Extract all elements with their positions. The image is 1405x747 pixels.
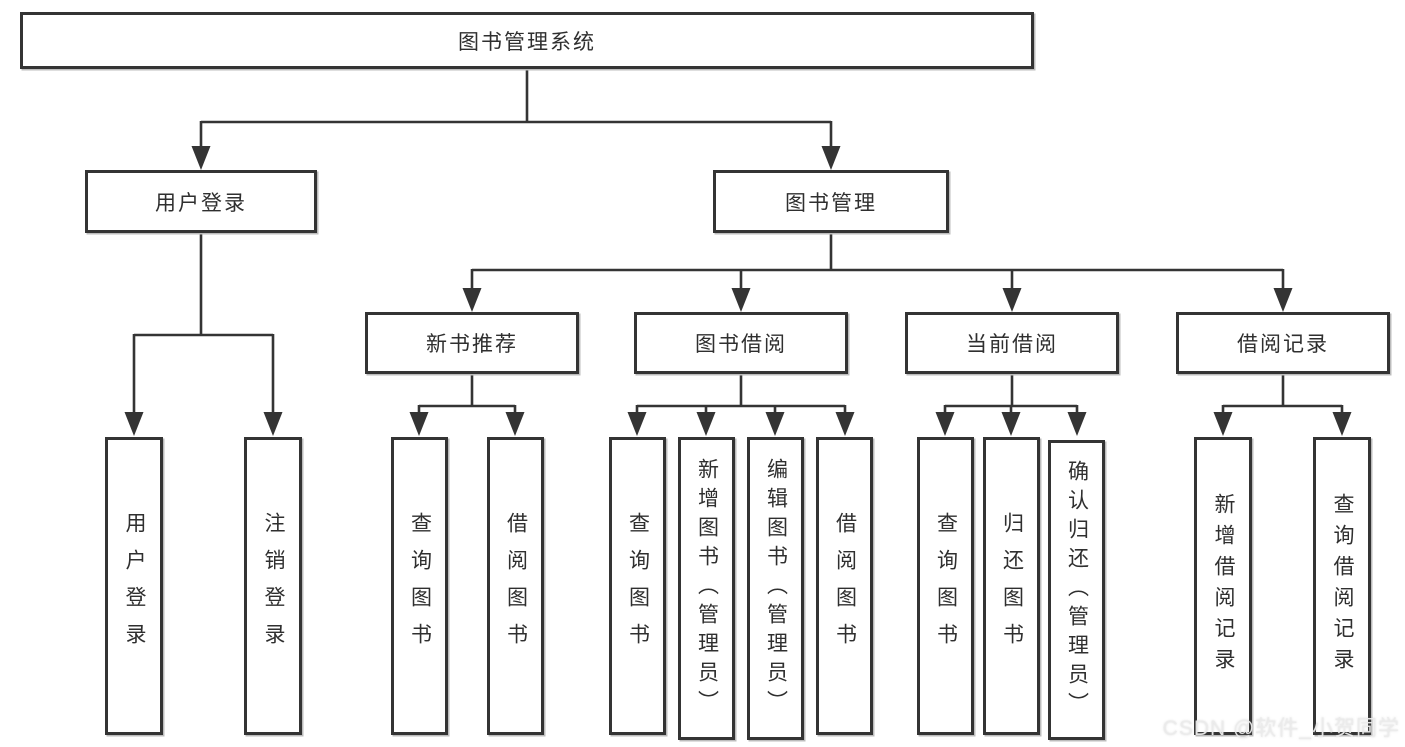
leaf-return-books: 归还图书 — [983, 437, 1040, 735]
node-book-borrowing: 图书借阅 — [634, 312, 848, 374]
node-label: 查询图书 — [626, 512, 650, 660]
csdn-watermark: CSDN @软件_小贺同学 — [1162, 717, 1400, 740]
node-label: 确认归还（管理员） — [1065, 459, 1089, 721]
node-label: 编辑图书（管理员） — [764, 458, 788, 719]
arrow-down-icon — [696, 412, 716, 436]
arrow-down-icon — [1002, 288, 1022, 312]
node-label: 借阅记录 — [1237, 333, 1329, 356]
node-label: 查询图书 — [408, 512, 432, 660]
arrow-down-icon — [124, 412, 144, 436]
node-label: 用户登录 — [155, 191, 247, 215]
arrow-down-icon — [1213, 412, 1233, 436]
node-label: 图书管理系统 — [458, 30, 596, 54]
arrow-down-icon — [191, 146, 211, 170]
arrow-down-icon — [263, 412, 283, 436]
arrow-down-icon — [505, 412, 525, 436]
leaf-confirm-return-admin: 确认归还（管理员） — [1048, 440, 1105, 740]
arrow-down-icon — [821, 146, 841, 170]
leaf-query-books-borrowing: 查询图书 — [609, 437, 666, 735]
leaf-query-borrow-record: 查询借阅记录 — [1313, 437, 1371, 735]
arrow-down-icon — [1273, 288, 1293, 312]
node-label: 用户登录 — [123, 512, 147, 660]
leaf-add-borrow-record: 新增借阅记录 — [1194, 437, 1252, 735]
arrow-down-icon — [1067, 412, 1087, 436]
node-label: 新增图书（管理员） — [695, 458, 719, 719]
leaf-logout: 注销登录 — [244, 437, 302, 735]
arrow-down-icon — [1001, 412, 1021, 436]
leaf-query-books-recommend: 查询图书 — [391, 437, 448, 735]
arrow-down-icon — [765, 412, 785, 436]
node-label: 查询借阅记录 — [1331, 493, 1355, 679]
node-label: 注销登录 — [262, 512, 286, 660]
node-label: 归还图书 — [1000, 512, 1024, 660]
node-label: 新书推荐 — [426, 333, 518, 356]
node-borrowing-records: 借阅记录 — [1176, 312, 1390, 374]
node-new-book-recommendation: 新书推荐 — [365, 312, 579, 374]
node-current-borrowing: 当前借阅 — [905, 312, 1119, 374]
node-label: 借阅图书 — [504, 512, 528, 660]
arrow-down-icon — [835, 412, 855, 436]
node-label: 借阅图书 — [833, 512, 857, 660]
arrow-down-icon — [1332, 412, 1352, 436]
leaf-borrow-books: 借阅图书 — [816, 437, 873, 735]
leaf-borrow-books-recommend: 借阅图书 — [487, 437, 544, 735]
arrow-down-icon — [627, 412, 647, 436]
node-label: 当前借阅 — [966, 333, 1058, 356]
arrow-down-icon — [462, 288, 482, 312]
arrow-down-icon — [409, 412, 429, 436]
node-user-login-branch: 用户登录 — [85, 170, 317, 233]
arrow-down-icon — [935, 412, 955, 436]
node-book-management-branch: 图书管理 — [713, 170, 949, 233]
node-label: 图书管理 — [785, 191, 877, 215]
node-label: 查询图书 — [934, 512, 958, 660]
leaf-user-login: 用户登录 — [105, 437, 163, 735]
leaf-edit-book-admin: 编辑图书（管理员） — [747, 437, 804, 740]
arrow-down-icon — [731, 288, 751, 312]
leaf-query-books-current: 查询图书 — [917, 437, 974, 735]
node-label: 图书借阅 — [695, 333, 787, 356]
leaf-add-book-admin: 新增图书（管理员） — [678, 437, 735, 740]
node-label: 新增借阅记录 — [1212, 493, 1236, 679]
node-root-library-management-system: 图书管理系统 — [20, 12, 1034, 69]
